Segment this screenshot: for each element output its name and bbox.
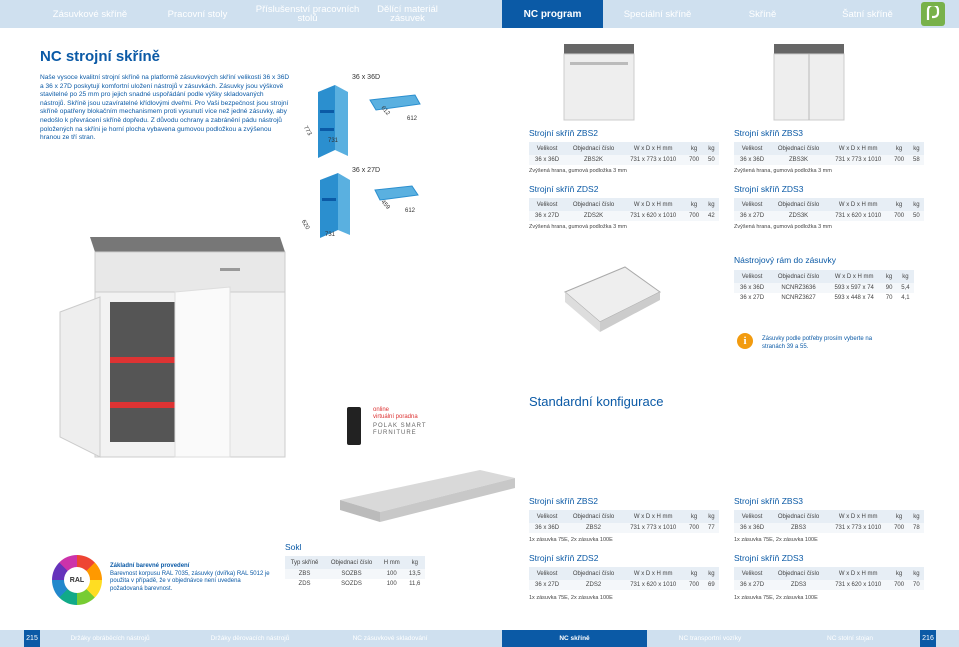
std-zbs3-note: 1x zásuvka 75E, 2x zásuvka 100E [734, 537, 818, 543]
color-text: Barevnost korpusu RAL 7035, zásuvky (dví… [110, 570, 270, 592]
frame-title: Nástrojový rám do zásuvky [734, 255, 837, 265]
info-icon: i [737, 333, 753, 349]
page-number-left: 215 [24, 630, 40, 647]
virtual-advisor-ad[interactable]: online virtuální poradna POLAK SMART FUR… [345, 405, 445, 445]
dim-612-b: 612 [407, 116, 418, 122]
page-number-right: 216 [920, 630, 936, 647]
plinth-photo [340, 470, 515, 522]
zbs2-title: Strojní skříň ZBS2 [529, 128, 598, 138]
ad-line2: virtuální poradna [373, 414, 418, 420]
std-zbs3-title: Strojní skříň ZBS3 [734, 496, 803, 506]
footer-link-2[interactable]: Držáky děrovacích nástrojů [210, 635, 290, 642]
ad-line1: online [373, 407, 390, 413]
diagram-label-36d: 36 x 36D [352, 74, 381, 81]
zbs3-note: Zvýšená hrana, gumová podložka 3 mm [734, 168, 832, 174]
std-zds2-note: 1x zásuvka 75E, 2x zásuvka 100E [529, 595, 613, 601]
footer-link-5[interactable]: NC transportní vozíky [678, 635, 742, 642]
dim-731-a: 731 [328, 138, 339, 144]
top-navigation: Zásuvkové skříně Pracovní stoly Přísluše… [0, 0, 959, 28]
std-zds2-title: Strojní skříň ZDS2 [529, 553, 599, 563]
zbs2-photo [563, 44, 635, 121]
phone-icon [347, 407, 361, 445]
cabinet-dimension-diagram [318, 85, 421, 238]
std-zds3-title: Strojní skříň ZDS3 [734, 553, 804, 563]
zds3-title: Strojní skříň ZDS3 [734, 184, 804, 194]
page-title: NC strojní skříně [40, 48, 161, 65]
footer-link-4[interactable]: NC skříně [502, 630, 647, 647]
std-zbs2-title: Strojní skříň ZBS2 [529, 496, 598, 506]
ad-line3: POLAK SMART [373, 423, 427, 429]
color-info: Základní barevné provedení Barevnost kor… [110, 563, 270, 593]
color-title: Základní barevné provedení [110, 563, 190, 569]
ad-line4: FURNITURE [373, 430, 417, 436]
std-zds3-note: 1x zásuvka 75E, 2x zásuvka 100E [734, 595, 818, 601]
sokl-title: Sokl [285, 542, 302, 552]
zds2-note: Zvýšená hrana, gumová podložka 3 mm [529, 224, 627, 230]
zbs3-title: Strojní skříň ZBS3 [734, 128, 803, 138]
footer-link-3[interactable]: NC zásuvkové skladování [352, 635, 428, 642]
zds3-note: Zvýšená hrana, gumová podložka 3 mm [734, 224, 832, 230]
tab-skrine[interactable]: Skříně [748, 8, 777, 20]
footer-navigation: 215 Držáky obráběcích nástrojů Držáky dě… [0, 630, 959, 647]
standard-config-title: Standardní konfigurace [529, 394, 664, 409]
tab-specialni-skrine[interactable]: Speciální skříně [623, 8, 692, 20]
footer-link-1[interactable]: Držáky obráběcích nástrojů [70, 635, 150, 642]
tab-satni-skrine[interactable]: Šatní skříně [842, 8, 893, 20]
brand-logo-icon [921, 2, 945, 26]
ral-label: RAL [64, 567, 90, 593]
tab-nc-program[interactable]: NC program [502, 0, 603, 28]
cabinet-27d-drawing [320, 173, 419, 238]
tab-pracovni-stoly[interactable]: Pracovní stoly [167, 8, 228, 20]
zbs2-note: Zvýšená hrana, gumová podložka 3 mm [529, 168, 627, 174]
info-text: Zásuvky podle potřeby prosím vyberte na … [762, 336, 873, 350]
dim-731-b: 731 [325, 232, 336, 238]
cabinet-photo [59, 237, 286, 458]
tool-frame-photo [564, 266, 661, 332]
footer-link-6[interactable]: NC stolní stojan [827, 635, 873, 642]
dim-612-c: 612 [405, 208, 416, 214]
zbs3-photo [773, 44, 845, 121]
tab-delici-material[interactable]: Dělící materiál zásuvek [377, 4, 438, 24]
diagram-label-27d: 36 x 27D [352, 167, 381, 174]
std-zbs2-note: 1x zásuvka 75E, 2x zásuvka 100E [529, 537, 613, 543]
tab-prislusenstvi[interactable]: Příslušenství pracovních stolů [255, 4, 360, 24]
zds2-title: Strojní skříň ZDS2 [529, 184, 599, 194]
intro-text: Naše vysoce kvalitní strojní skříně na p… [40, 74, 290, 142]
cabinet-36d-drawing [318, 85, 421, 158]
tab-zasuvkove-skrine[interactable]: Zásuvkové skříně [52, 8, 128, 20]
